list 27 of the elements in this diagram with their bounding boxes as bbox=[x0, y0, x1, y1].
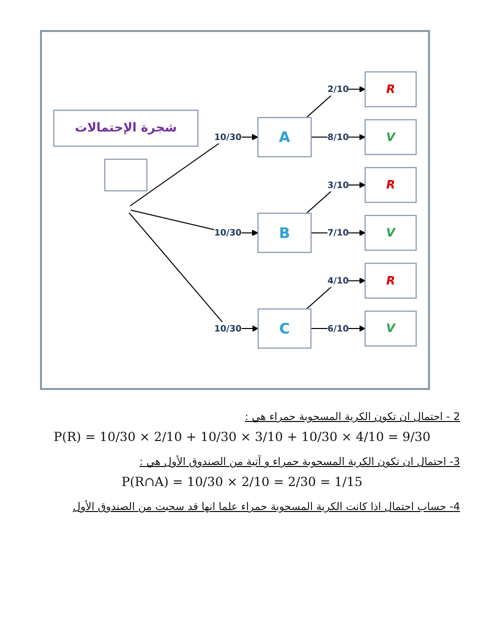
node-box bbox=[257, 117, 312, 158]
edge-label: 10/30 bbox=[214, 228, 242, 238]
arrow bbox=[128, 212, 258, 332]
question-text: 4- حساب احتمال اذا كانت الكرية المسحوبة حمراء علما انها قد سحبت من الصندوق الأول bbox=[72, 501, 460, 513]
node-box bbox=[364, 167, 417, 203]
edge-label: 10/30 bbox=[214, 132, 242, 142]
edge-label: 7/10 bbox=[328, 228, 349, 238]
node-box bbox=[364, 310, 417, 346]
node-box bbox=[364, 214, 417, 251]
edge-label: 3/10 bbox=[328, 180, 349, 190]
formula: P(R∩A) = 10/30 × 2/10 = 2/30 = 1/15 bbox=[120, 474, 364, 489]
node-box bbox=[257, 212, 312, 253]
node-box bbox=[364, 119, 417, 156]
question-text: 2 - احتمال ان تكون الكرية المسحوبة حمراء هي : bbox=[244, 411, 460, 423]
edge-label: 10/30 bbox=[214, 323, 242, 334]
formula: P(R) = 10/30 × 2/10 + 10/30 × 3/10 + 10/30 × 4/10 = 9/30 bbox=[52, 429, 432, 444]
edge-label: 6/10 bbox=[328, 323, 349, 334]
question-text: 3- احتمال ان تكون الكرية المسحوبة حمراء و آتية من الصندوق الأول هي : bbox=[138, 456, 460, 468]
node-box bbox=[364, 71, 417, 108]
node-box bbox=[53, 110, 198, 147]
node-box bbox=[364, 262, 417, 299]
node-box bbox=[104, 158, 148, 192]
arrow bbox=[306, 182, 366, 214]
edge-label: 4/10 bbox=[328, 276, 349, 286]
node-box bbox=[258, 308, 312, 349]
edge-label: 8/10 bbox=[328, 132, 349, 142]
edge-label: 2/10 bbox=[328, 84, 349, 94]
